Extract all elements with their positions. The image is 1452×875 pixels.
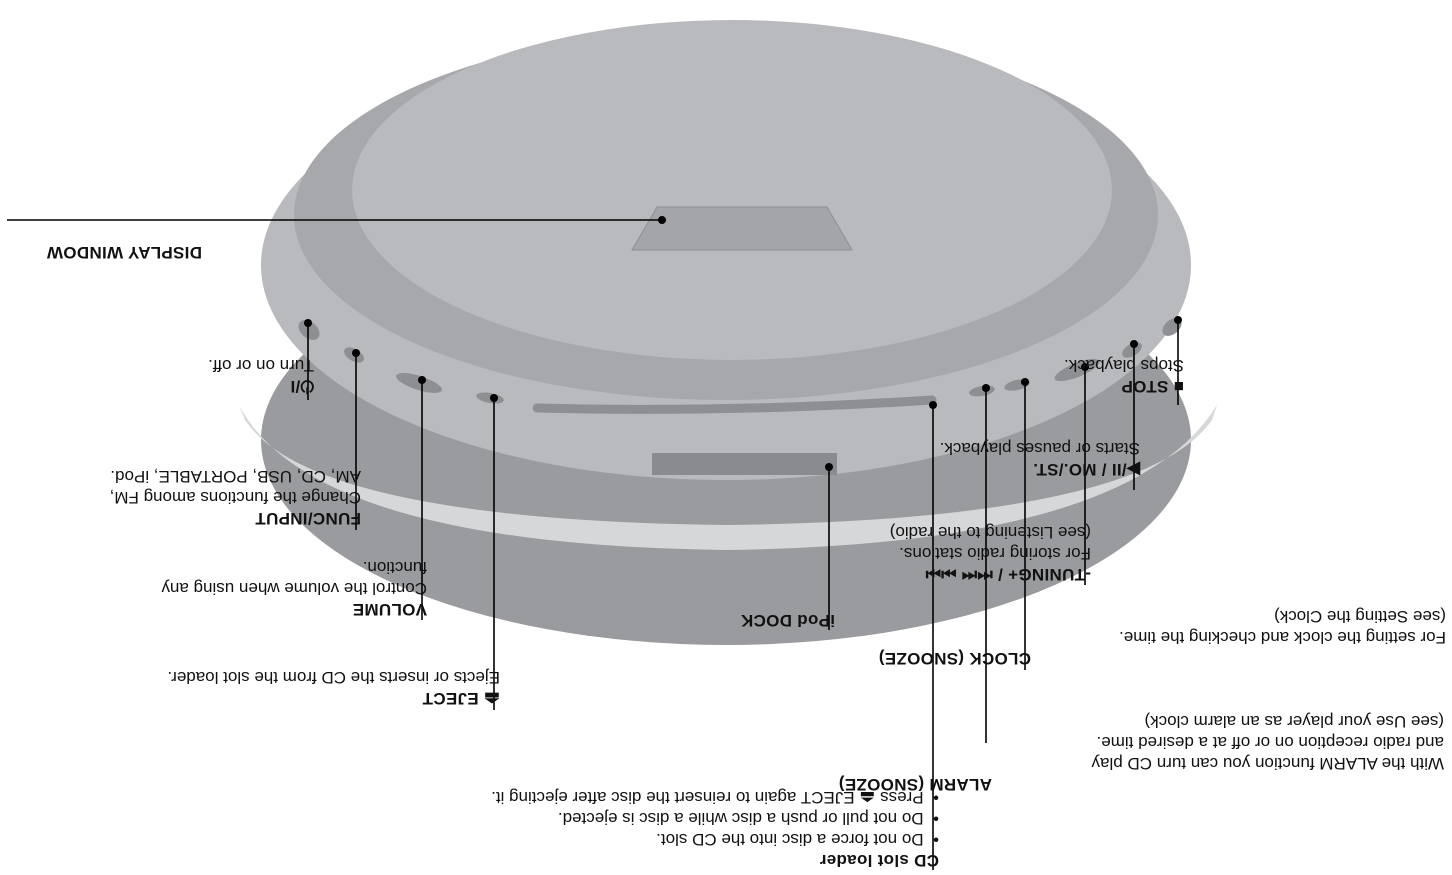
label-power: ⏻/I Turn on or off. bbox=[208, 355, 314, 397]
cd-slot-title: CD slot loader bbox=[819, 851, 939, 870]
tuning-button[interactable] bbox=[1052, 355, 1102, 386]
callout-dot-tuning bbox=[1081, 363, 1089, 371]
cd-slot-bullet-3: Press ⏏ EJECT again to reinsert the disc… bbox=[491, 787, 939, 808]
eject-desc: Ejects or inserts the CD from the slot l… bbox=[167, 668, 500, 687]
func-input-button[interactable] bbox=[394, 369, 444, 397]
label-stop: ■ STOP Stops playback. bbox=[1064, 355, 1184, 397]
callout-dot-volume bbox=[418, 376, 426, 384]
label-eject: ⏏ EJECT Ejects or inserts the CD from th… bbox=[167, 667, 500, 709]
label-cd-slot: CD slot loader Do not force a disc into … bbox=[491, 787, 939, 871]
cd-slot-bullet-1: Do not force a disc into the CD slot. bbox=[491, 829, 939, 850]
player-rim-band bbox=[239, 405, 1217, 550]
volume-desc-2: function. bbox=[362, 558, 427, 577]
volume-title: VOLUME bbox=[352, 600, 427, 619]
clock-desc-1: For setting the clock and checking the t… bbox=[1119, 628, 1446, 647]
stop-title: ■ STOP bbox=[1121, 377, 1184, 396]
func-desc-1: Change the functions among FM, bbox=[109, 488, 361, 507]
callout-dot-ipod bbox=[825, 463, 833, 471]
cd-slot-bullet-2: Do not pull or push a disc while a disc … bbox=[491, 808, 939, 829]
callout-lines bbox=[7, 219, 1179, 870]
player-lid bbox=[352, 20, 1112, 360]
label-tuning: -TUNING+ / ⏮⏮ ⏭⏭ For storing radio stati… bbox=[890, 522, 1091, 585]
label-volume: VOLUME Control the volume when using any… bbox=[161, 557, 427, 620]
callout-dot-display bbox=[658, 216, 666, 224]
callout-dot-eject bbox=[490, 394, 498, 402]
label-clock: CLOCK (SNOOZE) For setting the clock and… bbox=[879, 606, 1446, 669]
eject-title: ⏏ EJECT bbox=[422, 689, 500, 708]
power-button[interactable] bbox=[295, 316, 324, 344]
power-title: ⏻/I bbox=[290, 377, 314, 396]
tuning-title: -TUNING+ / ⏮⏮ ⏭⏭ bbox=[925, 565, 1091, 584]
alarm-desc-2: and radio reception on or off at a desir… bbox=[1096, 733, 1444, 752]
clock-title: CLOCK (SNOOZE) bbox=[878, 649, 1031, 668]
ipod-title: iPod DOCK bbox=[740, 611, 835, 630]
callout-dot-func bbox=[352, 349, 360, 357]
label-ipod-dock: iPod DOCK bbox=[741, 610, 835, 631]
volume-desc-1: Control the volume when using any bbox=[161, 579, 427, 598]
callout-dot-alarm bbox=[982, 384, 990, 392]
tuning-desc-2: (see Listening to the radio) bbox=[889, 523, 1091, 542]
callout-dot-cd bbox=[929, 401, 937, 409]
label-func-input: FUNC/INPUT Change the functions among FM… bbox=[110, 466, 361, 529]
callout-dot-power bbox=[304, 319, 312, 327]
label-play-pause: ▶/II / MO./ST. Starts or pauses playback… bbox=[940, 438, 1140, 480]
clock-desc-2: (see Setting the Clock) bbox=[1274, 607, 1446, 626]
func-title: FUNC/INPUT bbox=[255, 509, 361, 528]
alarm-desc-1: With the ALARM function you can turn CD … bbox=[1091, 754, 1444, 773]
label-alarm: ALARM (SNOOZE) With the ALARM function y… bbox=[839, 711, 1444, 795]
alarm-desc-3: (see Use your player as an alarm clock) bbox=[1144, 712, 1444, 731]
func-desc-2: AM, CD, USB, PORTABLE, iPod. bbox=[110, 467, 361, 486]
play-title: ▶/II / MO./ST. bbox=[1032, 460, 1140, 479]
power-desc: Turn on or off. bbox=[208, 356, 314, 375]
callout-dot-play bbox=[1130, 340, 1138, 348]
tuning-desc-1: For storing radio stations. bbox=[899, 544, 1091, 563]
cd-slot-bullets: Do not force a disc into the CD slot. Do… bbox=[491, 787, 939, 850]
display-title: DISPLAY WINDOW bbox=[46, 243, 202, 262]
display-window bbox=[631, 206, 853, 251]
ipod-dock-slot bbox=[652, 453, 837, 475]
label-display-window: DISPLAY WINDOW bbox=[47, 242, 202, 263]
callout-dot-clock bbox=[1021, 378, 1029, 386]
play-desc: Starts or pauses playback. bbox=[939, 439, 1140, 458]
callout-dot-stop bbox=[1174, 316, 1182, 324]
stop-desc: Stops playback. bbox=[1063, 356, 1184, 375]
cd-slot bbox=[532, 395, 937, 414]
